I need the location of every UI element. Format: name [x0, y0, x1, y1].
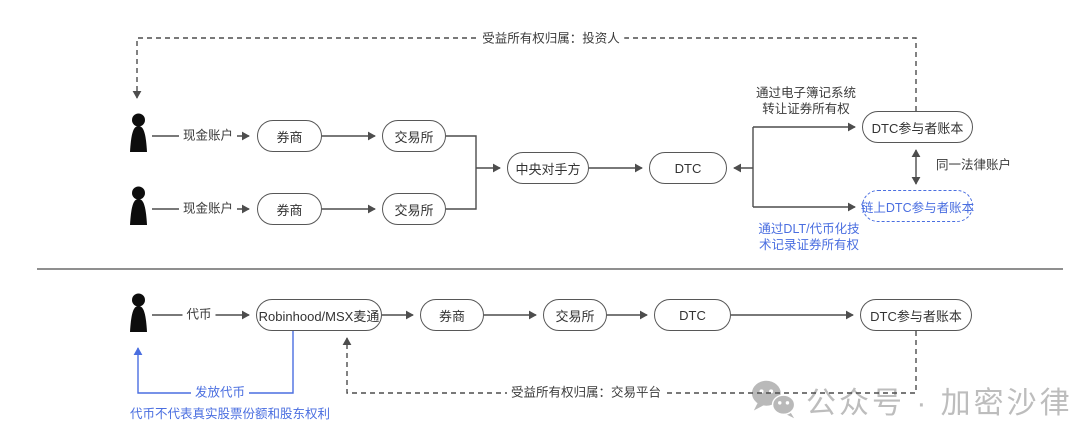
blue-issue-token-path	[133, 331, 294, 394]
label-cash-account-1: 现金账户	[178, 128, 238, 144]
label-issue-token: 发放代币	[190, 385, 250, 401]
label-token: 代币	[182, 307, 216, 323]
node-dtc-participant-ledger-2: DTC参与者账本	[860, 299, 972, 331]
dashed-ownership-platform	[342, 331, 917, 394]
section-divider	[37, 268, 1063, 270]
node-onchain-dtc-participant-ledger: 链上DTC参与者账本	[861, 190, 974, 222]
node-exchange-3: 交易所	[543, 299, 607, 331]
node-dtc-2: DTC	[654, 299, 731, 331]
node-exchange-1: 交易所	[382, 120, 446, 152]
label-same-legal-account: 同一法律账户	[936, 158, 1012, 172]
node-central-counterparty: 中央对手方	[507, 152, 589, 184]
node-dtc: DTC	[649, 152, 727, 184]
label-ebook-transfer-note: 通过电子簿记系统 转让证券所有权	[755, 86, 857, 117]
node-platform-robinhood-msx: Robinhood/MSX麦通	[256, 299, 382, 331]
label-dlt-record-note: 通过DLT/代币化技 术记录证券所有权	[758, 222, 860, 253]
node-exchange-2: 交易所	[382, 193, 446, 225]
node-dtc-participant-ledger: DTC参与者账本	[862, 111, 973, 143]
node-broker-1: 券商	[257, 120, 322, 152]
label-beneficial-ownership-investor: 受益所有权归属：投资人	[478, 31, 624, 47]
user-icon	[130, 293, 147, 332]
connector-exchanges-merge	[446, 135, 477, 210]
node-broker-2: 券商	[257, 193, 322, 225]
label-cash-account-2: 现金账户	[178, 201, 238, 217]
investor-icon	[130, 113, 147, 152]
node-broker-3: 券商	[420, 299, 484, 331]
label-token-disclaimer: 代币不代表真实股票份额和股东权利	[130, 407, 331, 421]
label-beneficial-ownership-platform: 受益所有权归属：交易平台	[506, 385, 666, 401]
investor-icon	[130, 186, 147, 225]
